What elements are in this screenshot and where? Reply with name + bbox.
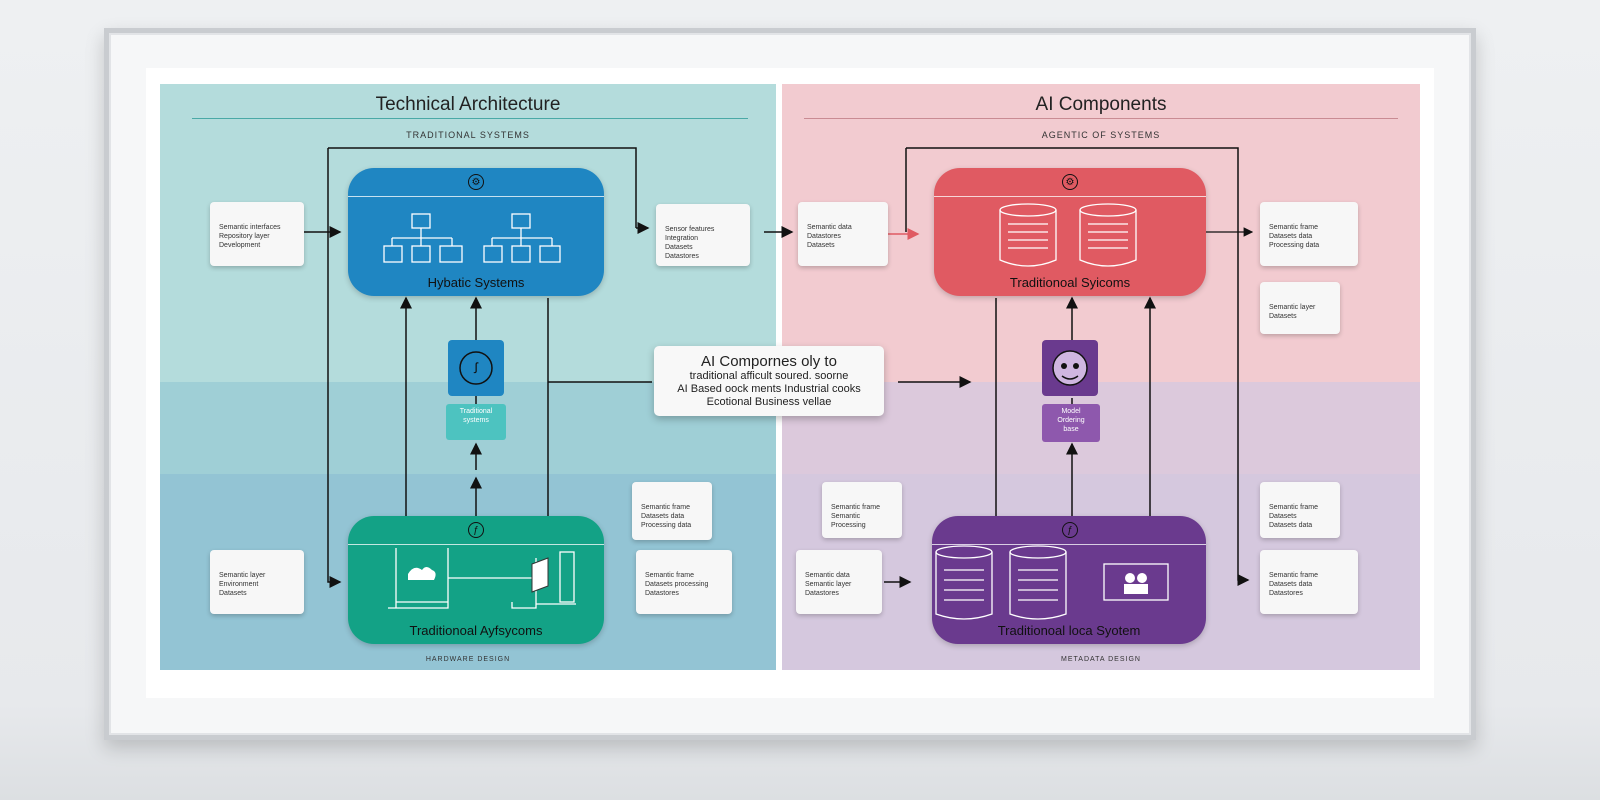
callout-line: Ecotional Business vellae [706,396,832,408]
system-divider [934,196,1206,197]
left-title: Technical Architecture [375,94,561,115]
left-top-system[interactable]: ⚙ Hybatic Systems [348,168,604,296]
callout-heading: AI Compornes oly to [701,353,837,370]
storage-cluster-icon [935,545,1169,620]
system-divider [348,544,604,545]
right-bottom-system[interactable]: ƒ Traditionoal loca Syotem [932,516,1206,644]
callout-line: traditional afficult soured. soorne [689,370,849,382]
right-title: AI Components [1035,94,1167,115]
system-divider [348,196,604,197]
network-icon [388,548,576,609]
right-subtitle: AGENTIC OF SYSTEMS [1041,130,1161,140]
right-footer: METADATA DESIGN [1061,656,1141,663]
system-badge-icon: ⚙ [1062,174,1078,190]
right-top-system[interactable]: ⚙ Traditionoal Syicoms [934,168,1206,296]
right-panel-middle [782,382,1420,474]
central-callout: AI Compornes oly to traditional afficult… [654,346,884,416]
server-cluster-icon [383,213,561,263]
system-badge-icon: ⚙ [468,174,484,190]
system-divider [932,544,1206,545]
ai-brain-icon [1052,350,1088,386]
left-top-system-label: Hybatic Systems [427,275,525,290]
right-top-system-label: Traditionoal Syicoms [1009,275,1131,290]
svg-text:ꭍ: ꭍ [473,361,479,377]
left-bottom-system-label: Traditionoal Ayfsycoms [409,623,543,638]
right-title-rule [804,118,1398,119]
right-bottom-system-label: Traditionoal loca Syotem [997,623,1141,638]
left-bottom-system[interactable]: ƒ Traditionoal Ayfsycoms [348,516,604,644]
right-center-icon-tile[interactable] [1042,340,1098,396]
left-footer: HARDWARE DESIGN [425,656,511,663]
left-center-label: Traditional systems [446,404,506,440]
left-center-icon-tile[interactable]: ꭍ [448,340,504,396]
database-icon [999,203,1137,267]
left-subtitle: TRADITIONAL SYSTEMS [406,130,530,140]
right-center-label: Model Ordering base [1042,404,1100,442]
callout-line: AI Based oock ments Industrial cooks [677,383,861,395]
system-badge-icon: ƒ [468,522,484,538]
gear-badge-icon: ꭍ [459,351,493,385]
left-title-rule [192,118,748,119]
system-badge-icon: ƒ [1062,522,1078,538]
